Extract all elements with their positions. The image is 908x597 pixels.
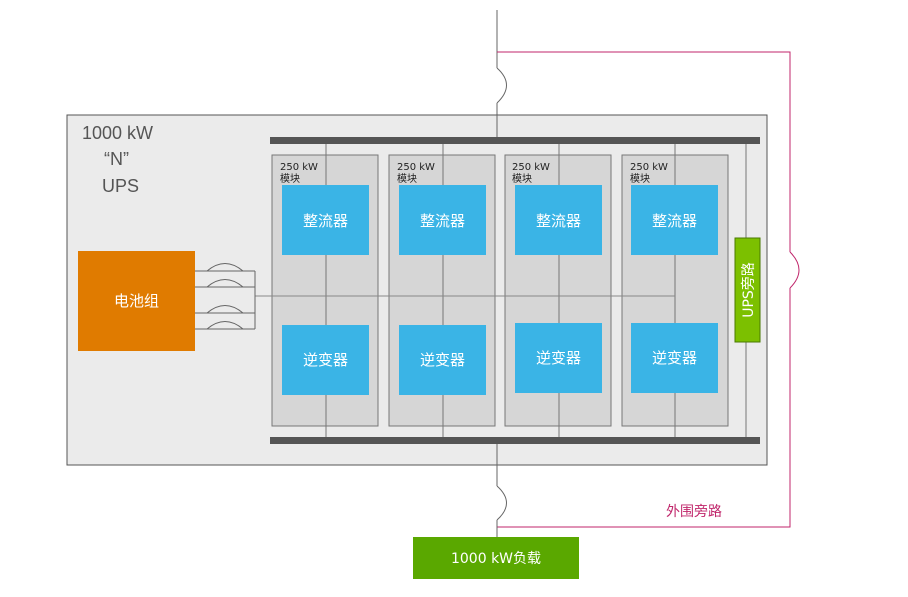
module-2-unit: 模块 <box>397 173 417 185</box>
ups-title-label: UPS <box>102 176 139 196</box>
module-4: 250 kW 模块 整流器 逆变器 <box>621 144 729 437</box>
module-3-unit: 模块 <box>512 173 532 185</box>
load-label: 1000 kW负载 <box>451 551 541 567</box>
ups-title-n: “N” <box>104 149 129 169</box>
module-4-capacity: 250 kW <box>630 162 668 173</box>
module-2: 250 kW 模块 整流器 逆变器 <box>388 144 496 437</box>
module-3: 250 kW 模块 整流器 逆变器 <box>504 144 612 437</box>
module-3-rectifier-label: 整流器 <box>536 212 581 230</box>
input-busbar <box>270 137 760 144</box>
module-1: 250 kW 模块 整流器 逆变器 <box>271 144 379 437</box>
module-4-inverter-label: 逆变器 <box>652 349 697 367</box>
module-1-rectifier <box>282 185 369 255</box>
battery-breakers <box>195 263 256 330</box>
battery-label: 电池组 <box>114 292 159 310</box>
load-box <box>413 537 579 579</box>
module-1-unit: 模块 <box>280 173 300 185</box>
battery-bank <box>78 251 195 351</box>
external-bypass-breaker-symbol <box>789 251 800 289</box>
module-2-inverter-label: 逆变器 <box>420 351 465 369</box>
output-busbar <box>270 437 760 444</box>
module-2-inverter <box>399 325 486 395</box>
module-2-rectifier <box>399 185 486 255</box>
output-breaker-symbol <box>496 485 507 521</box>
external-bypass-line-top <box>497 51 791 252</box>
module-3-inverter <box>515 323 602 393</box>
external-bypass-line-bottom <box>497 288 791 528</box>
module-1-rectifier-label: 整流器 <box>303 212 348 230</box>
module-3-rectifier <box>515 185 602 255</box>
module-3-inverter-label: 逆变器 <box>536 349 581 367</box>
module-2-rectifier-label: 整流器 <box>420 212 465 230</box>
module-2-capacity: 250 kW <box>397 162 435 173</box>
external-bypass-label: 外围旁路 <box>666 503 722 520</box>
input-breaker-symbol <box>496 67 507 104</box>
module-3-capacity: 250 kW <box>512 162 550 173</box>
module-1-capacity: 250 kW <box>280 162 318 173</box>
ups-bypass-box <box>734 237 761 343</box>
module-1-inverter <box>282 325 369 395</box>
module-4-unit: 模块 <box>630 173 650 185</box>
ups-title-power: 1000 kW <box>82 123 153 143</box>
module-4-rectifier <box>631 185 718 255</box>
module-4-rectifier-label: 整流器 <box>652 212 697 230</box>
module-1-inverter-label: 逆变器 <box>303 351 348 369</box>
module-4-inverter <box>631 323 718 393</box>
ups-bypass-label: UPS旁路 <box>740 262 757 318</box>
